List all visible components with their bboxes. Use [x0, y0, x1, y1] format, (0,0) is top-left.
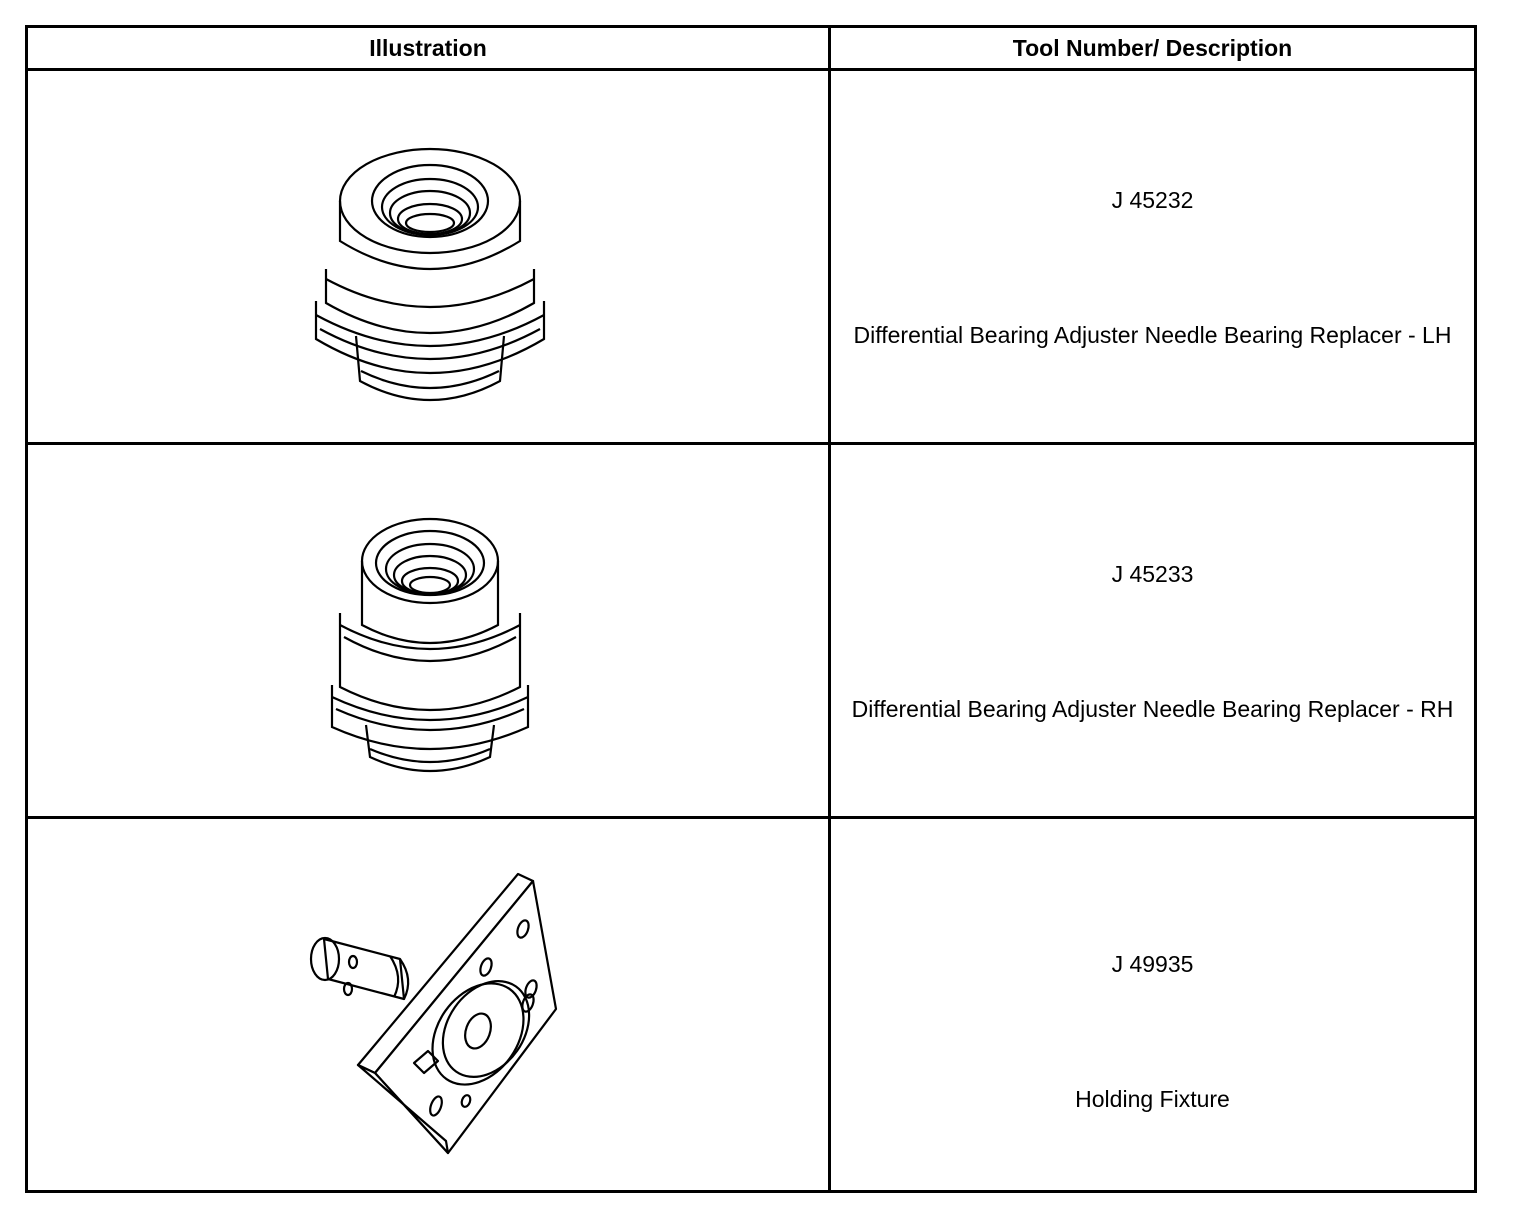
tool-number: J 45232: [1111, 187, 1194, 213]
row-divider: [28, 442, 1474, 445]
header-divider: [28, 68, 1474, 71]
table-row: J 49935 Holding Fixture: [28, 819, 1474, 1190]
bearing-replacer-rh-drawing: [330, 517, 530, 773]
illustration-cell: [28, 445, 828, 816]
tool-description: Differential Bearing Adjuster Needle Bea…: [851, 696, 1454, 722]
bearing-replacer-lh-drawing: [314, 147, 546, 401]
column-divider: [828, 28, 831, 1190]
row-divider: [28, 816, 1474, 819]
tool-number: J 45233: [1111, 561, 1194, 587]
illustration-cell: [28, 819, 828, 1190]
table-row: J 45232 Differential Bearing Adjuster Ne…: [28, 71, 1474, 442]
tool-number: J 49935: [1111, 951, 1194, 977]
holding-fixture-drawing: [309, 872, 558, 1155]
tool-description: Holding Fixture: [1075, 1086, 1230, 1112]
tool-cell: J 45233 Differential Bearing Adjuster Ne…: [831, 445, 1474, 816]
header-tool-number-description: Tool Number/ Description: [1012, 34, 1293, 61]
tool-cell: J 45232 Differential Bearing Adjuster Ne…: [831, 71, 1474, 442]
tool-description: Differential Bearing Adjuster Needle Bea…: [853, 322, 1452, 348]
tool-cell: J 49935 Holding Fixture: [831, 819, 1474, 1190]
table-row: J 45233 Differential Bearing Adjuster Ne…: [28, 445, 1474, 816]
special-tools-table: Illustration Tool Number/ Description: [25, 25, 1477, 1193]
header-illustration: Illustration: [369, 34, 487, 61]
illustration-cell: [28, 71, 828, 442]
